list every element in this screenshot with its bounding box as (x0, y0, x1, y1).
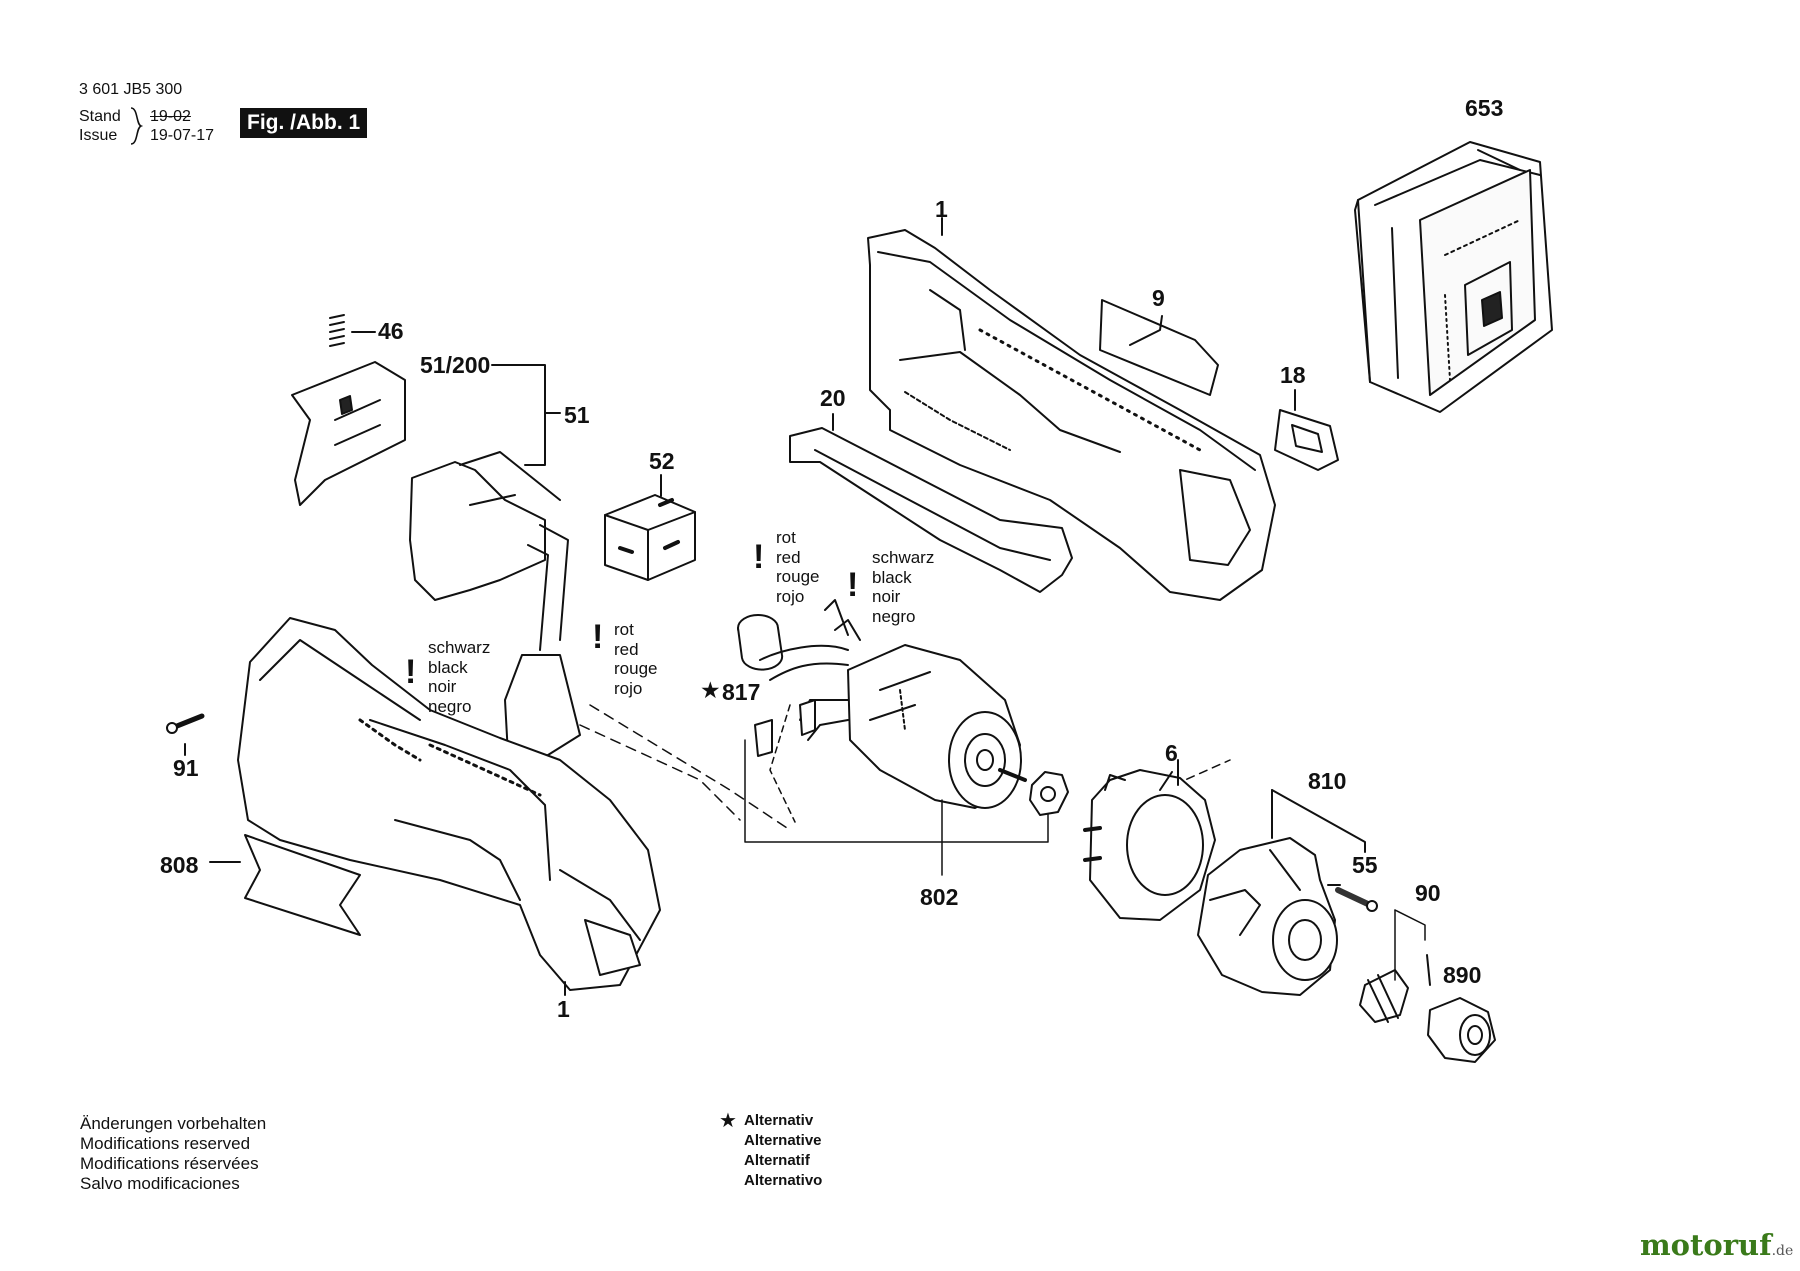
figure-label: Fig. /Abb. 1 (240, 108, 368, 138)
part-label-890: 890 (1443, 962, 1482, 988)
bracket-51-200-drawing (291, 361, 406, 506)
label-9-drawing (1099, 299, 1219, 396)
motor-802-drawing (744, 599, 1049, 876)
part-label-802: 802 (920, 884, 959, 910)
gear-cover-6-drawing (1083, 759, 1216, 921)
modifications-note: Änderungen vorbehalten Modifications res… (80, 1114, 267, 1193)
part-label-90: 90 (1415, 880, 1441, 906)
part-label-1-top: 1 (935, 196, 948, 222)
part-label-52: 52 (649, 448, 675, 474)
collet-890-drawing (1359, 909, 1496, 1063)
brand-name: motoruf (1640, 1228, 1772, 1262)
wire-note-red-upper: rot red rouge rojo (776, 528, 820, 606)
part-label-51-200: 51/200 (420, 352, 491, 378)
spring-46-drawing (329, 314, 345, 347)
part-label-810: 810 (1308, 768, 1347, 794)
strip-20-drawing (789, 427, 1073, 593)
part-label-91: 91 (173, 755, 199, 781)
gear-head-810-drawing (1197, 789, 1366, 996)
part-label-18: 18 (1280, 362, 1306, 388)
wire-note-black-upper: schwarz black noir negro (872, 548, 935, 626)
housing-half-bottom-drawing (237, 617, 661, 991)
screw-55-drawing (1335, 887, 1373, 908)
issue-label: Issue (79, 127, 118, 144)
wire-note-black-left: schwarz black noir negro (428, 638, 491, 716)
part-label-653: 653 (1465, 95, 1504, 121)
brand-logo: motoruf.de (1640, 1228, 1793, 1262)
part-label-46: 46 (378, 318, 404, 344)
ring-817-drawing (737, 614, 784, 671)
contact-block-52-drawing (604, 494, 696, 581)
brand-suffix: .de (1771, 1243, 1794, 1259)
alternative-note: Alternativ Alternative Alternatif Altern… (744, 1112, 823, 1189)
part-label-1-bottom: 1 (557, 996, 570, 1022)
warning-mark-red-upper: ! (753, 538, 765, 576)
stand-label: Stand (79, 108, 121, 125)
battery-pack-653-drawing (1354, 141, 1553, 413)
label-808-drawing (244, 834, 361, 936)
housing-half-top-drawing (867, 229, 1276, 601)
alternative-star-icon: ★ (719, 1110, 737, 1132)
warning-mark-black-upper: ! (847, 566, 859, 604)
part-label-55: 55 (1352, 852, 1378, 878)
stand-value: 19-02 (150, 108, 191, 125)
doc-number: 3 601 JB5 300 (79, 81, 183, 98)
switch-module-drawing (409, 461, 546, 601)
part-label-817: 817 (722, 679, 761, 705)
issue-value: 19-07-17 (150, 127, 215, 144)
clip-18-drawing (1274, 409, 1339, 471)
warning-mark-red-left: ! (592, 618, 604, 656)
star-817: ★ (700, 677, 721, 703)
warning-mark-black-left: ! (405, 653, 417, 691)
part-label-20: 20 (820, 385, 846, 411)
pinion-drawing (1029, 771, 1069, 816)
header-brace (130, 107, 144, 145)
part-label-6: 6 (1165, 740, 1178, 766)
part-label-808: 808 (160, 852, 199, 878)
wire-note-red-left: rot red rouge rojo (614, 620, 658, 698)
part-label-51: 51 (564, 402, 590, 428)
part-label-9: 9 (1152, 285, 1165, 311)
